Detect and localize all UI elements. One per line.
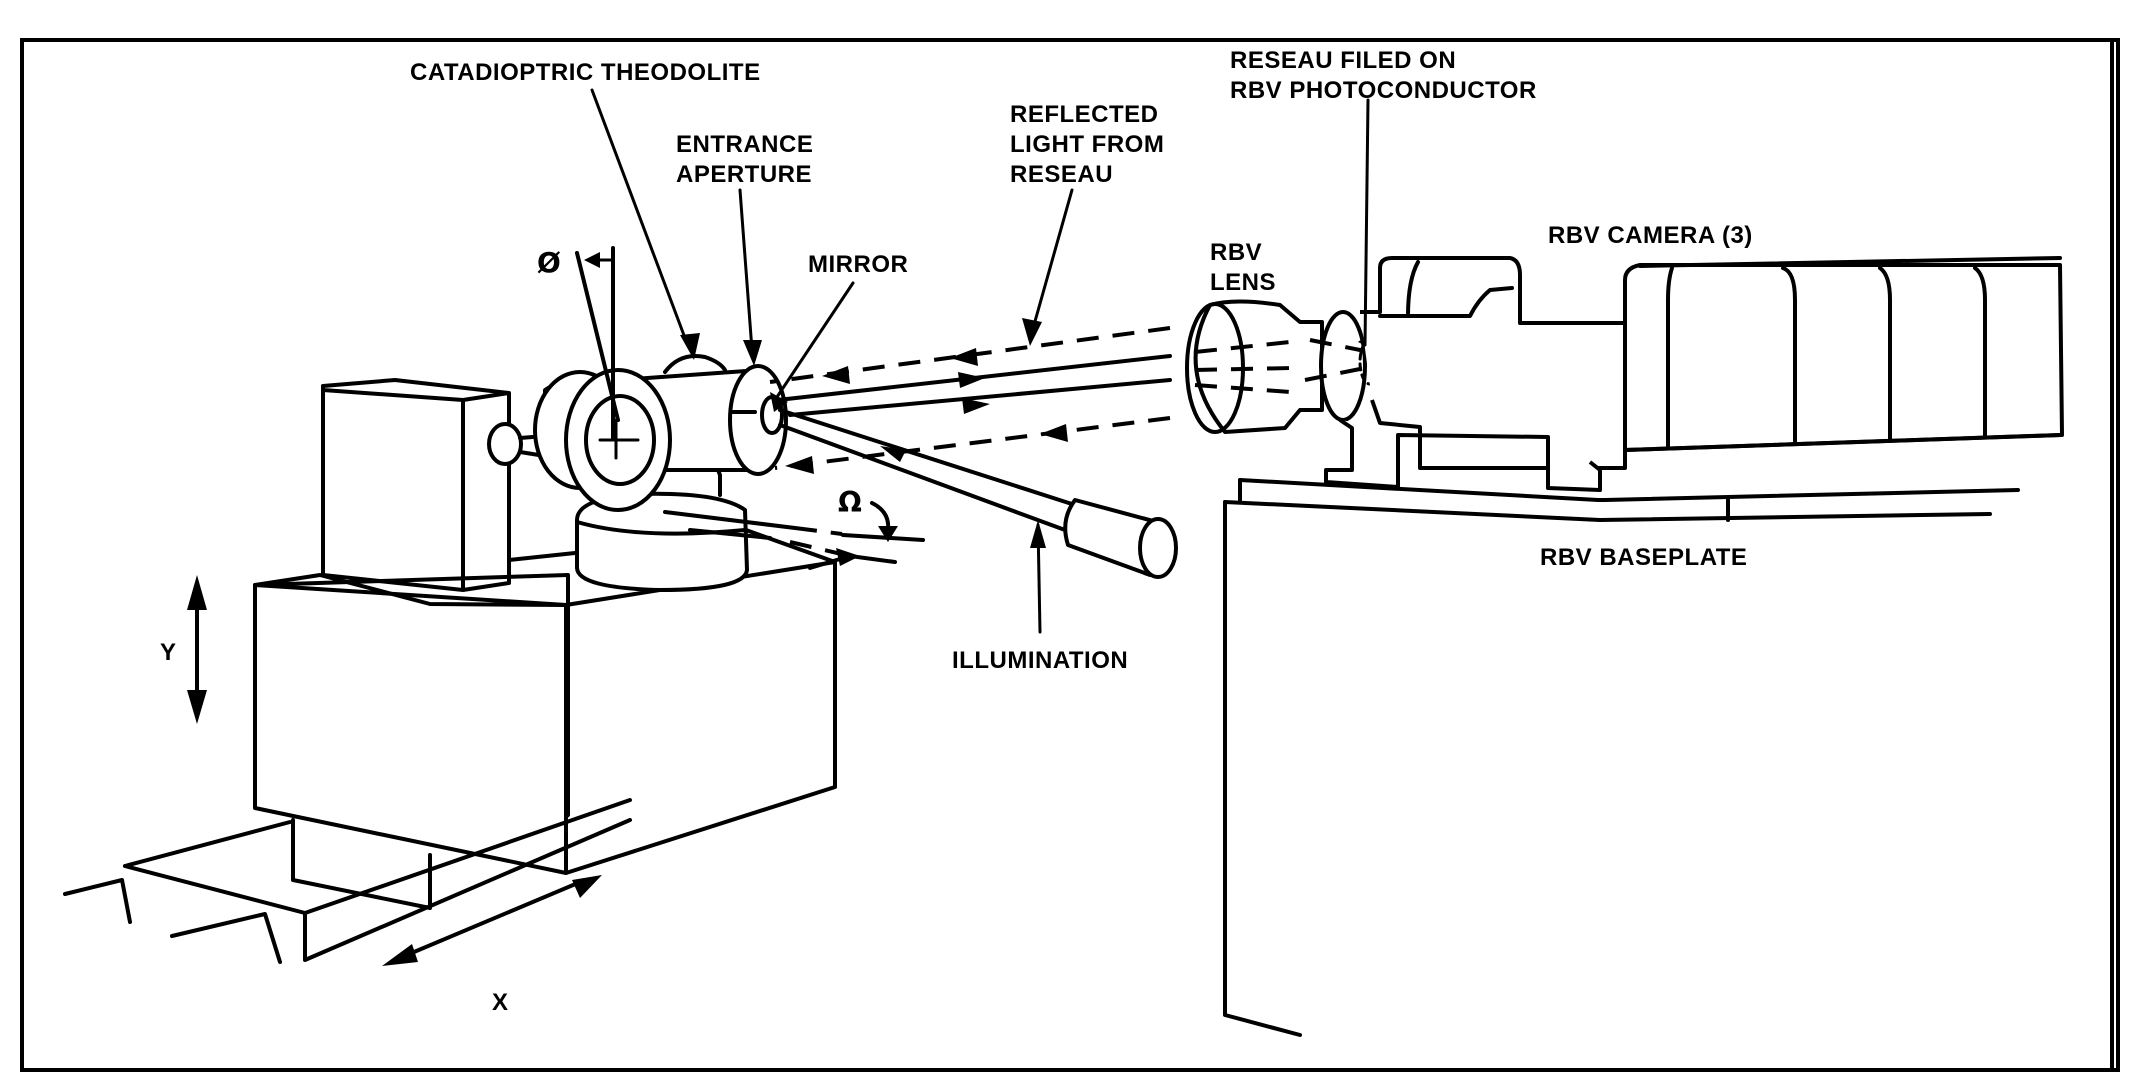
lower-box (254, 573, 570, 819)
omega-angle-marker (663, 501, 925, 570)
lower-box-side (564, 560, 837, 875)
label-catadioptric-theodolite: CATADIOPTRIC THEODOLITE (410, 59, 761, 86)
label-entrance-aperture-2: APERTURE (676, 161, 812, 188)
leader-mirror (773, 281, 855, 402)
angle-omega-label: Ω (838, 486, 862, 519)
label-reseau-2: RBV PHOTOCONDUCTOR (1230, 77, 1537, 104)
y-axis-arrow (187, 575, 207, 724)
label-reseau-1: RESEAU FILED ON (1230, 47, 1456, 74)
reflected-ray-lower (774, 416, 1171, 470)
label-rbv-lens-1: RBV (1210, 239, 1262, 266)
label-illumination: ILLUMINATION (952, 647, 1128, 674)
illumination-source (1063, 498, 1178, 579)
rbv-baseplate (1223, 38, 2114, 1070)
rbv-lens-rear (1319, 310, 1367, 422)
rbv-lens (1185, 299, 1382, 434)
upper-box (321, 378, 511, 592)
vertical-circle-inner (584, 394, 656, 486)
theodolite-top-bump (663, 354, 727, 374)
rbv-camera (1324, 256, 2064, 492)
focus-knob (487, 422, 523, 466)
phi-angle-marker (575, 246, 620, 440)
box-support (291, 818, 432, 910)
axis-x-label: X (492, 989, 509, 1016)
leader-reseau (1363, 98, 1370, 347)
illumination-beam-lower (778, 423, 1067, 532)
leader-lines (590, 88, 1370, 634)
angle-phi-label: Ø (537, 246, 561, 279)
x-axis-arrow (382, 875, 602, 966)
axis-y-label: Y (160, 639, 177, 666)
box-connector (507, 551, 577, 562)
illumination-beam-upper (778, 408, 1077, 507)
label-entrance-aperture-1: ENTRANCE (676, 131, 813, 158)
light-beams (769, 326, 1172, 532)
label-rbv-camera: RBV CAMERA (3) (1548, 222, 1753, 249)
label-rbv-lens-2: LENS (1210, 269, 1276, 296)
leader-aperture (738, 188, 754, 352)
incident-ray-2 (788, 378, 1172, 417)
label-mirror: MIRROR (808, 251, 908, 278)
leader-theodolite (590, 88, 690, 348)
entrance-aperture-ring (728, 364, 788, 476)
label-reflected-3: RESEAU (1010, 161, 1113, 188)
floor-break-marks (63, 878, 282, 964)
crosshair (598, 418, 640, 460)
label-rbv-baseplate: RBV BASEPLATE (1540, 544, 1747, 571)
figure-frame (20, 38, 2120, 1072)
floor-slab (123, 798, 632, 962)
label-reflected-2: LIGHT FROM (1010, 131, 1164, 158)
label-reflected-1: REFLECTED (1010, 101, 1159, 128)
leader-reflected (1030, 188, 1074, 334)
theodolite-stage (63, 354, 837, 964)
